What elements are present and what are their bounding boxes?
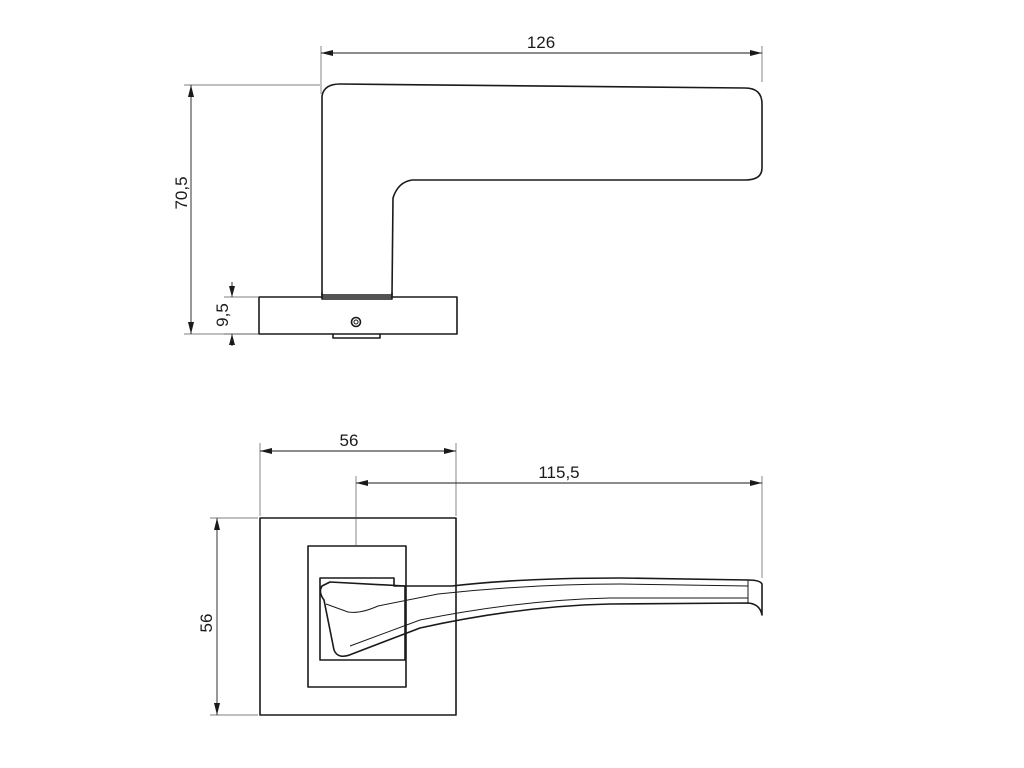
dim-side-height-label: 70,5 [172,176,191,209]
dim-top-handle-length: 115,5 [355,463,763,578]
dim-side-length-label: 126 [527,33,555,52]
side-rosette [258,296,458,335]
side-rosette-bottom-plate [332,333,381,339]
dim-top-handle-length-label: 115,5 [538,463,579,482]
dim-top-rosette-height: 56 [197,517,258,716]
top-lever-outline [319,577,763,658]
dim-side-height: 70,5 [172,84,320,335]
side-lever-outline [321,83,763,296]
top-view [259,517,763,716]
top-lever-ridge-1 [325,583,749,613]
dim-top-rosette-width: 56 [259,431,457,516]
dim-top-rosette-width-label: 56 [340,431,359,450]
dim-rosette-thickness: 9,5 [213,282,258,346]
side-screw-hole-inner [353,319,359,325]
top-rosette-inner [307,545,407,688]
top-rosette-outer [259,517,457,716]
side-view [258,83,763,339]
top-lever-ridge-2 [349,597,748,647]
dim-rosette-thickness-label: 9,5 [213,303,232,327]
side-neck-ring [321,292,393,300]
side-screw-hole [350,316,362,328]
dim-side-length: 126 [320,33,763,94]
dim-top-rosette-height-label: 56 [197,614,216,633]
